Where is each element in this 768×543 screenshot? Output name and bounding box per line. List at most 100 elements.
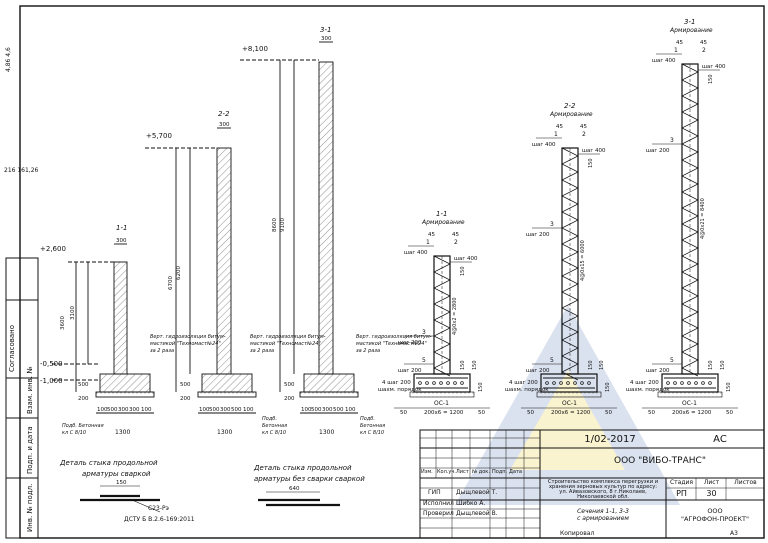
rebar-r31-bottom-dim: 200x6 = 1200 — [672, 410, 712, 416]
rebar-r22-bar-section — [587, 381, 591, 385]
rebar-r22-top-step: шаг 400 — [532, 142, 556, 148]
rebar-r11-bar-section — [453, 381, 457, 385]
rebar-r31-bar-section — [673, 381, 677, 385]
rebar-r31-low-label: 5 — [670, 357, 674, 364]
section-3-1-inner-dim: 8600 — [272, 218, 278, 232]
section-3-1-elev-top: +8,100 — [242, 45, 268, 53]
section-3-1-footing-dim-1: 200 — [284, 396, 295, 402]
rebar-r31-top-mark-1: 2 — [702, 47, 706, 54]
section-1-1-base-dim-2: 300 — [118, 407, 129, 413]
rebar-r11-concrete-pad — [409, 391, 475, 398]
section-3-1-note-1: мастикой "Техномаст№24" — [356, 341, 427, 347]
rebar-r22-right-dim-0: 150 — [588, 158, 594, 168]
rebar-r11-side-dim-0: 150 — [472, 360, 478, 370]
section-1-1-note-0: Верт. гидроизоляция битум- — [150, 334, 226, 340]
section-3-1-base-total: 1300 — [319, 429, 334, 436]
rebar-r22-vert-text: 4@0х15 = 6000 — [580, 240, 586, 281]
rebar-r11-top-mark-1: 2 — [454, 239, 458, 246]
rebar-r22-bar-section — [545, 381, 549, 385]
rebar-r11-bottom-dim: 200x6 = 1200 — [424, 410, 464, 416]
section-1-1-base-dim-0: 100 — [97, 407, 108, 413]
rebar-r11-row-label2: шахм. порядок — [378, 387, 422, 393]
weld-detail-2-title-1: арматуры без сварки сваркой — [254, 475, 365, 483]
rebar-r22-bar-section — [580, 381, 584, 385]
section-1-1-footing-dim-0: 500 — [78, 382, 89, 388]
doc-code: 1/02-2017 — [584, 434, 636, 445]
staff-name-0: Дыщлевой Т. — [456, 489, 498, 496]
rebar-r31-mid-step: шаг 200 — [646, 148, 670, 154]
rebar-r31-footing — [661, 373, 719, 393]
rebar-r22-row-label: 4 шаг 200 — [509, 380, 538, 386]
section-2-2-base-dim-1: 500 — [209, 407, 220, 413]
staff-role-2: Проверил — [423, 510, 454, 517]
rebar-r31-mesh: ОС-1 — [682, 400, 697, 407]
rebar-r22-edge-dim-0: 50 — [527, 410, 534, 416]
rebar-r31-right-dim-1: 150 — [708, 360, 714, 370]
section-1-1-note-1: мастикой "Техномаст№24" — [150, 341, 221, 347]
header-col-0: Изм. — [421, 469, 433, 475]
rebar-r31-side-dim-1: 150 — [726, 382, 732, 392]
section-1-1-base-dim-4: 100 — [141, 407, 152, 413]
section-3-1-base-dim-0: 100 — [301, 407, 312, 413]
section-1-1-base-note-1: кл С 8/10 — [62, 430, 86, 436]
section-2-2-inner-dim: 6700 — [168, 276, 174, 290]
rebar-r11-bar-section — [432, 381, 436, 385]
rebar-r31-edge-dim-0: 50 — [648, 410, 655, 416]
rebar-r31-side-dim-0: 150 — [720, 360, 726, 370]
rebar-r22-row-label2: шахм. порядок — [505, 387, 549, 393]
section-1-1-elev-top: +2,600 — [40, 245, 66, 253]
rebar-r31-concrete-pad — [657, 391, 723, 398]
rebar-r22-mid-step: шаг 200 — [526, 232, 550, 238]
stage-header-2: Листов — [734, 479, 757, 486]
section-2-2-base-total: 1300 — [217, 429, 232, 436]
rebar-r11-mesh: ОС-1 — [434, 400, 449, 407]
rebar-r11-bar-section — [446, 381, 450, 385]
section-2-2-base-dim-3: 500 — [231, 407, 242, 413]
header-col-5: Дата — [509, 469, 522, 475]
stage-header-1: Лист — [703, 479, 720, 486]
weld-detail-1-dim: 150 — [116, 480, 127, 486]
rebar-r11-side-dim-1: 150 — [478, 382, 484, 392]
rebar-r11-low-label: 5 — [422, 357, 426, 364]
stage-value-0: РП — [676, 489, 687, 498]
side-label-agreed: Согласовано — [8, 325, 16, 372]
stage-header-0: Стадия — [669, 479, 694, 486]
rebar-r22-top-mark-0: 1 — [554, 131, 558, 138]
rebar-r11-title: 1-1 — [436, 210, 447, 218]
section-3-1-height-dim: 9100 — [280, 218, 286, 232]
rebar-r22-bar-section — [552, 381, 556, 385]
rebar-r11-footing — [413, 373, 471, 393]
section-1-1-footing-dim-1: 200 — [78, 396, 89, 402]
section-3-1-base-dim-1: 500 — [311, 407, 322, 413]
section-3-1-note-0: Верт. гидроизоляция битум- — [356, 334, 432, 340]
rebar-r11-right-dim-1: 150 — [460, 360, 466, 370]
rebar-r22-bottom-dim: 200x6 = 1200 — [551, 410, 591, 416]
section-1-1-base-note-0: Подб. Бетонная — [62, 423, 104, 429]
rebar-r11-edge-dim-0: 50 — [400, 410, 407, 416]
section-1-1-base-dim-3: 300 — [129, 407, 140, 413]
rebar-r22-top-dim-0: 45 — [556, 124, 563, 130]
title-block — [419, 429, 765, 539]
format-label: А3 — [730, 530, 738, 537]
section-2-2-note-2: за 2 раза — [250, 348, 274, 354]
rebar-r22-mid-label: 3 — [550, 221, 554, 228]
header-col-3: № док. — [472, 469, 490, 475]
staff-role-0: ГИП — [428, 489, 441, 496]
rebar-r11-mid-step: шаг 200 — [398, 340, 422, 346]
watermark-logo — [455, 305, 680, 505]
project-line-3: Николаевской обл. — [577, 494, 629, 500]
section-2-2-base-dim-0: 100 — [199, 407, 210, 413]
weld-detail-2-dim: 640 — [289, 486, 300, 492]
section-2-2-footing-dim-1: 200 — [180, 396, 191, 402]
rebar-r31-title: 3-1 — [684, 18, 695, 26]
rebar-r11-top-dim-0: 45 — [428, 232, 435, 238]
org-line-1: "АГРОФОН-ПРОЕКТ" — [681, 515, 749, 523]
rebar-r11-edge-dim-1: 50 — [478, 410, 485, 416]
sheet-title-0: Сечения 1-1, 3-3 — [577, 508, 629, 515]
rebar-r22-bar-section — [566, 381, 570, 385]
left-stamp — [5, 257, 39, 539]
rebar-r11-top-right: шаг 400 — [454, 256, 478, 262]
section-2-2-base-note-0: Подб. — [262, 416, 277, 422]
section-3-1-footing-dim-0: 500 — [284, 382, 295, 388]
